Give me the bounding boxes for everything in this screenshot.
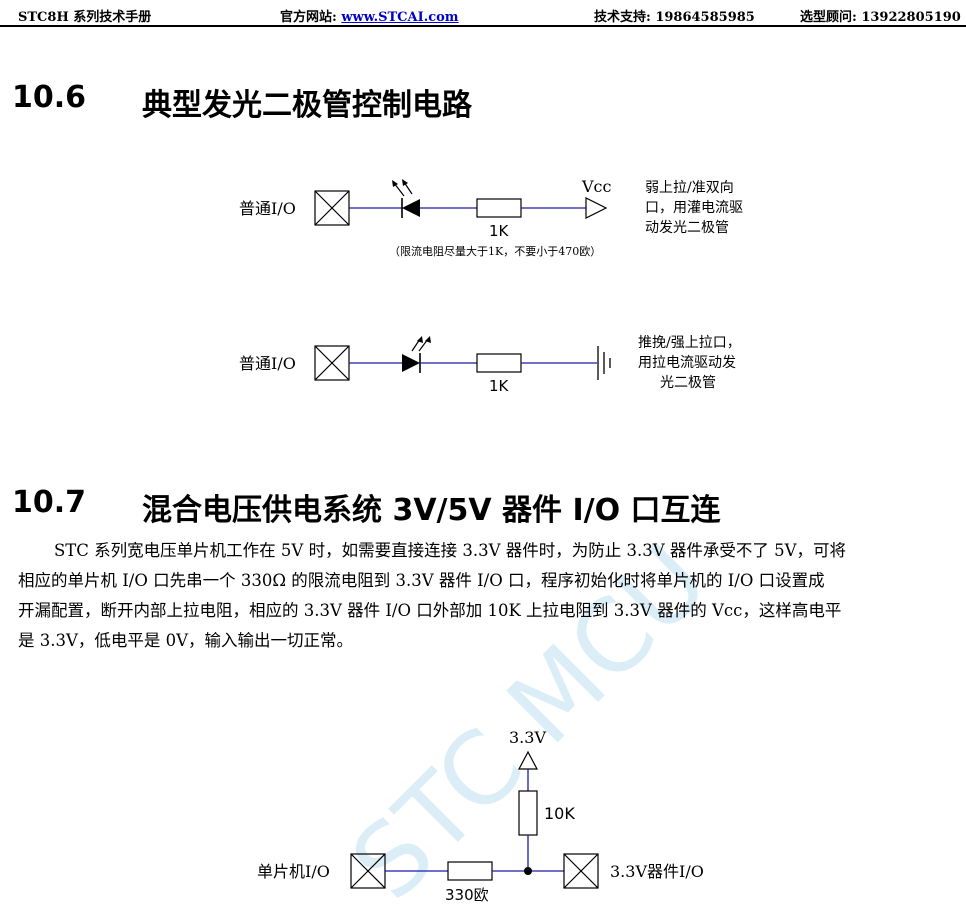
paragraph-line-1: STC 系列宽电压单片机工作在 5V 时，如需要直接连接 3.3V 器件时，为防… [54, 541, 847, 560]
series-resistor-label: 330欧 [445, 886, 489, 904]
series-resistor-icon [447, 861, 493, 881]
website-link[interactable]: www.STCAI.com [341, 10, 459, 25]
c1-vcc-label: Vcc [581, 177, 612, 196]
paragraph-line-3: 开漏配置，断开内部上拉电阻，相应的 3.3V 器件 I/O 口外部加 10K 上… [18, 601, 842, 620]
header-rule [0, 25, 966, 27]
manual-title: STC8H 系列技术手册 [18, 10, 152, 25]
c1-io-label: 普通I/O [239, 199, 296, 218]
mcu-io-pin-icon [350, 853, 386, 889]
c2-desc-line-2: 用拉电流驱动发 [638, 355, 736, 371]
section-number-10-6: 10.6 [12, 80, 87, 115]
section-title-10-6: 典型发光二极管控制电路 [142, 88, 472, 123]
pullup-resistor-label: 10K [544, 804, 575, 823]
c2-desc-line-3: 光二极管 [660, 375, 716, 391]
c1-resistor-note: （限流电阻尽量大于1K，不要小于470欧） [389, 244, 601, 258]
website-label: 官方网站: [280, 10, 342, 25]
paragraph-line-4: 是 3.3V，低电平是 0V，输入输出一切正常。 [18, 631, 354, 650]
junction-dot-icon [524, 867, 532, 875]
c2-desc-line-1: 推挽/强上拉口， [638, 335, 741, 351]
c1-resistor-label: 1K [489, 222, 510, 240]
supply-arrow-icon [518, 750, 538, 770]
selection-advisor: 选型顾问: 13922805190 [800, 10, 961, 25]
c1-desc-line-1: 弱上拉/准双向 [645, 180, 734, 196]
c1-desc-line-2: 口，用灌电流驱 [645, 200, 743, 216]
c2-resistor-label: 1K [489, 377, 510, 395]
paragraph-line-2: 相应的单片机 I/O 口先串一个 330Ω 的限流电阻到 3.3V 器件 I/O… [18, 571, 825, 590]
section-number-10-7: 10.7 [12, 485, 87, 520]
c2-led-icon [402, 336, 431, 373]
supply-3v3-label: 3.3V [509, 728, 546, 747]
c2-ground-icon [597, 346, 611, 380]
c1-desc-line-3: 动发光二极管 [645, 220, 729, 236]
c2-io-label: 普通I/O [239, 354, 296, 373]
tech-support: 技术支持: 19864585985 [594, 10, 755, 25]
device-io-pin-icon [563, 853, 599, 889]
device-io-label: 3.3V器件I/O [610, 862, 704, 881]
c1-vcc-arrow-icon [585, 197, 608, 219]
c1-led-icon [392, 179, 420, 218]
section-title-10-7: 混合电压供电系统 3V/5V 器件 I/O 口互连 [142, 493, 721, 528]
section-10-7-paragraph: STC 系列宽电压单片机工作在 5V 时，如需要直接连接 3.3V 器件时，为防… [18, 536, 962, 656]
mcu-io-label: 单片机I/O [257, 862, 330, 881]
website: 官方网站: www.STCAI.com [280, 6, 459, 25]
pullup-resistor-icon [518, 790, 538, 836]
